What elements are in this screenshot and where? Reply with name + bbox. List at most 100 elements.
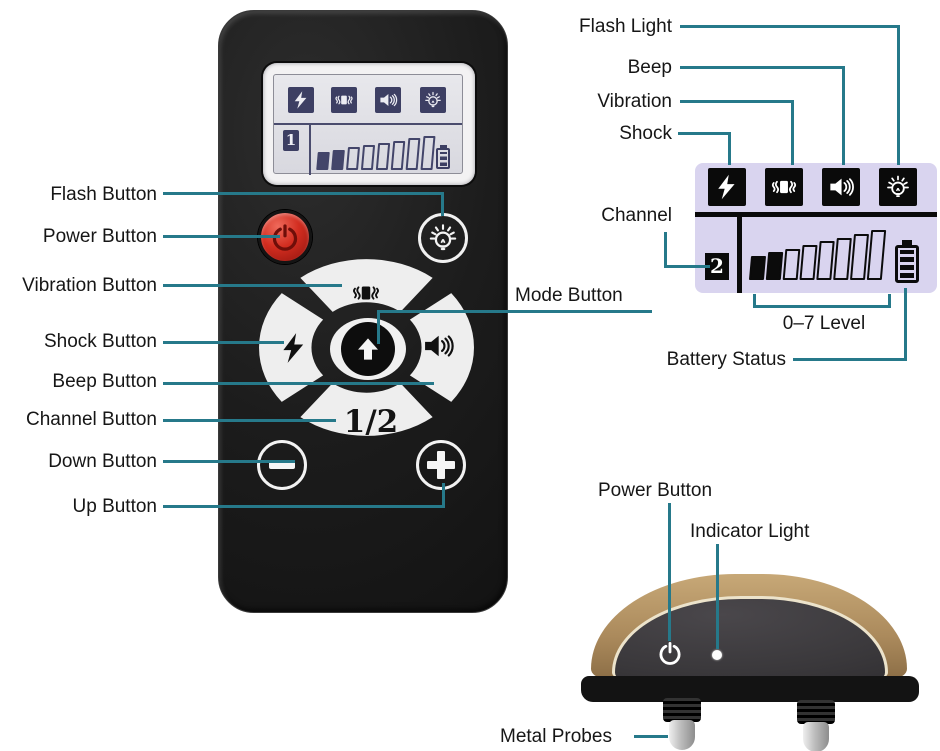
panel-level-bars <box>748 230 887 280</box>
label-shock-button: Shock Button <box>43 331 157 352</box>
beep-icon <box>375 87 401 113</box>
label-mode-button: Mode Button <box>515 285 623 306</box>
beep-wedge <box>409 293 474 402</box>
level-bar <box>405 138 421 170</box>
callout-line-battery <box>793 358 907 361</box>
callout-line-channel <box>163 419 336 422</box>
callout-line-down <box>163 460 295 463</box>
panel-battery-icon <box>895 240 919 283</box>
label-shock: Shock <box>619 123 672 144</box>
level-bracket-bar <box>753 305 891 308</box>
callout-line-battery-rise <box>904 288 907 361</box>
level-bar <box>331 150 345 170</box>
metal-probe-right <box>803 722 829 751</box>
callout-line-shock-panel-drop <box>728 132 731 165</box>
label-collar-power-button: Power Button <box>598 480 713 501</box>
channel-wedge <box>300 383 433 436</box>
callout-line-vibration-panel-drop <box>791 100 794 165</box>
level-bar <box>866 230 887 280</box>
callout-line-beep-panel-drop <box>842 66 845 165</box>
level-bar <box>849 234 870 280</box>
label-vibration-button: Vibration Button <box>22 275 157 296</box>
lcd-battery-icon <box>436 145 450 169</box>
remote-down-button <box>257 440 307 490</box>
remote-lcd-screen: 1 <box>273 74 463 175</box>
callout-line-shock <box>163 341 284 344</box>
callout-line-indicator <box>716 544 719 649</box>
plus-icon <box>427 451 455 479</box>
callout-line-flash-light-drop <box>897 25 900 165</box>
level-bar <box>420 136 436 170</box>
label-metal-probes: Metal Probes <box>500 726 612 747</box>
remote-up-button <box>416 440 466 490</box>
level-bar <box>816 241 835 280</box>
beep-icon <box>421 329 455 363</box>
callout-line-collar-power <box>668 503 671 641</box>
label-power-button: Power Button <box>42 226 157 247</box>
callout-line-beep <box>163 382 434 385</box>
level-bar <box>782 249 801 280</box>
remote-lcd-frame: 1 <box>263 63 475 185</box>
callout-line-probes <box>634 735 668 738</box>
lcd-divider <box>274 123 462 125</box>
lcd-level-bars <box>316 136 437 170</box>
metal-probe-right-base <box>797 700 835 724</box>
callout-line-beep-panel <box>680 66 845 69</box>
callout-line-flash <box>163 192 444 195</box>
label-up-button: Up Button <box>72 496 158 517</box>
vibration-icon <box>351 278 381 308</box>
lcd-channel-indicator: 1 <box>283 130 299 151</box>
lcd-display-diagram: 2 <box>695 163 937 293</box>
remote-mode-button <box>341 322 395 376</box>
minus-icon <box>269 461 295 469</box>
channel-1-2-text: 1/2 <box>343 404 399 440</box>
bulb-icon <box>426 221 460 255</box>
vibration-wedge <box>300 259 433 312</box>
callout-line-mode <box>377 310 652 313</box>
lcd-vertical-divider <box>309 123 311 175</box>
label-beep: Beep <box>627 57 672 78</box>
callout-line-channel-drop <box>664 232 667 268</box>
vibration-icon <box>765 168 803 206</box>
level-bar <box>765 252 784 280</box>
level-bar <box>390 141 406 170</box>
label-vibration: Vibration <box>597 91 672 112</box>
level-bar <box>799 245 818 280</box>
callout-line-shock-panel <box>678 132 731 135</box>
metal-probe-left <box>669 720 695 750</box>
label-channel-button: Channel Button <box>26 409 157 430</box>
callout-line-flash-light <box>680 25 900 28</box>
vibration-icon <box>331 87 357 113</box>
callout-line-up-rise <box>442 483 445 507</box>
label-down-button: Down Button <box>48 451 157 472</box>
label-battery-status: Battery Status <box>666 349 786 370</box>
indicator-light <box>712 650 722 660</box>
label-flash-button: Flash Button <box>50 184 157 205</box>
panel-vertical-divider <box>737 217 742 293</box>
beep-icon <box>822 168 860 206</box>
shock-icon <box>277 331 311 365</box>
flash-icon <box>420 87 446 113</box>
label-beep-button: Beep Button <box>52 371 157 392</box>
level-bar <box>316 152 330 170</box>
callout-line-vibration <box>163 284 342 287</box>
callout-line-vibration-panel <box>680 100 794 103</box>
level-bar <box>375 143 391 170</box>
collar-power-button <box>657 640 683 666</box>
callout-line-channel-arm <box>664 265 710 268</box>
level-bracket-left-tick <box>753 294 756 308</box>
collar-strap-band <box>581 676 919 702</box>
label-level-range: 0–7 Level <box>782 313 866 334</box>
level-bar <box>360 145 376 170</box>
level-bracket-right-tick <box>888 294 891 308</box>
level-bar <box>345 147 361 170</box>
callout-line-up <box>163 505 445 508</box>
level-bar <box>748 256 767 280</box>
label-channel: Channel <box>601 205 672 226</box>
shock-icon <box>708 168 746 206</box>
panel-divider <box>695 212 937 217</box>
callout-line-power <box>163 235 280 238</box>
shock-icon <box>288 87 314 113</box>
label-indicator-light: Indicator Light <box>690 521 810 542</box>
